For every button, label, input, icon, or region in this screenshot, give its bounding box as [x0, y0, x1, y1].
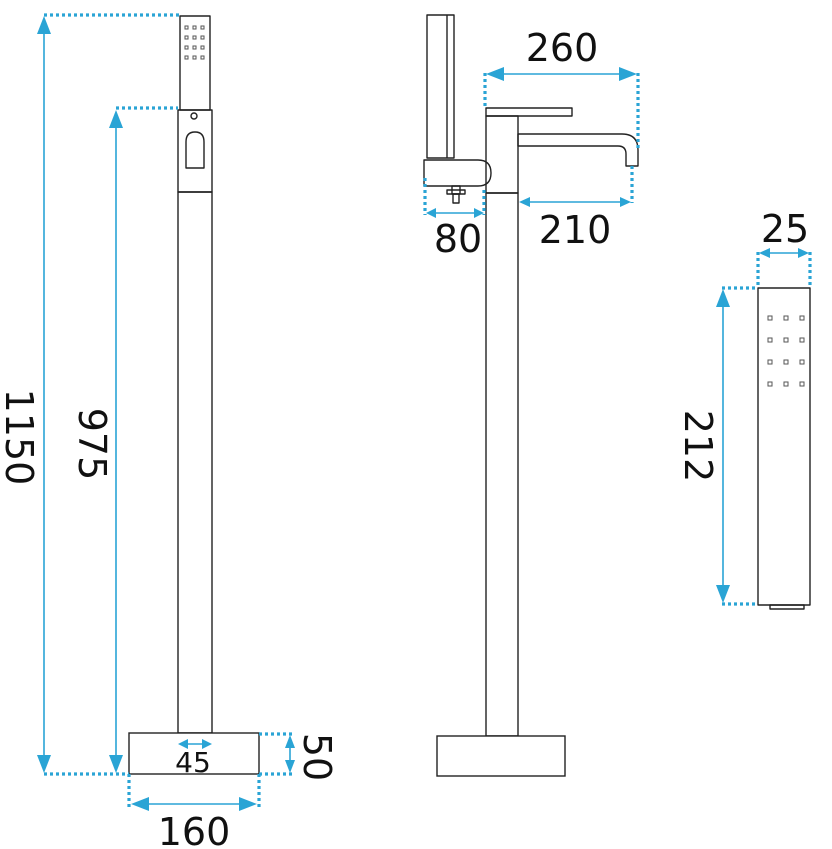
detail-handshower-end — [769, 604, 805, 610]
front-column — [177, 191, 213, 734]
label-base-width: 160 — [158, 810, 231, 849]
label-column-width: 45 — [175, 746, 211, 779]
side-lever — [485, 107, 573, 117]
dim-arrow-total-height — [37, 16, 51, 773]
detail-handshower — [757, 287, 811, 606]
label-handshower-width: 25 — [761, 207, 809, 251]
side-mixer-body — [485, 115, 519, 194]
label-base-height: 50 — [295, 733, 339, 781]
dim-arrow-handshower-width — [759, 248, 809, 258]
dim-arrow-spout-height — [109, 110, 123, 773]
detail-handshower-nozzles — [767, 315, 805, 387]
dim-arrow-spout-reach — [486, 67, 637, 81]
label-handshower-length: 212 — [676, 410, 720, 483]
label-spout-height: 975 — [70, 408, 114, 481]
label-spout-projection: 210 — [539, 208, 612, 252]
dim-arrow-base-width — [131, 797, 257, 811]
front-handshower — [179, 15, 211, 111]
side-holder — [423, 159, 492, 187]
front-base — [128, 732, 260, 775]
label-handshower-offset: 80 — [434, 217, 482, 261]
dim-arrow-spout-projection — [519, 197, 631, 207]
side-spout — [517, 133, 639, 167]
side-column — [485, 192, 519, 737]
front-handshower-nozzles — [184, 25, 205, 60]
side-view: 260 80 210 — [423, 14, 640, 777]
front-lever-pin — [190, 112, 198, 120]
dim-arrow-handshower-length — [716, 289, 730, 603]
handshower-detail: 25 212 — [676, 207, 812, 610]
label-spout-reach: 260 — [526, 26, 599, 70]
front-view: 1150 975 50 45 160 — [0, 13, 339, 849]
side-base — [436, 735, 566, 777]
dim-arrow-base-height — [285, 735, 295, 773]
side-hose-connector — [446, 185, 466, 204]
dim-arrow-handshower-offset — [426, 208, 484, 218]
front-mixer-body — [177, 109, 213, 193]
front-lever-slot — [185, 131, 205, 169]
label-total-height: 1150 — [0, 389, 41, 486]
side-handshower — [426, 14, 455, 159]
dim-arrow-column-width — [178, 739, 212, 749]
